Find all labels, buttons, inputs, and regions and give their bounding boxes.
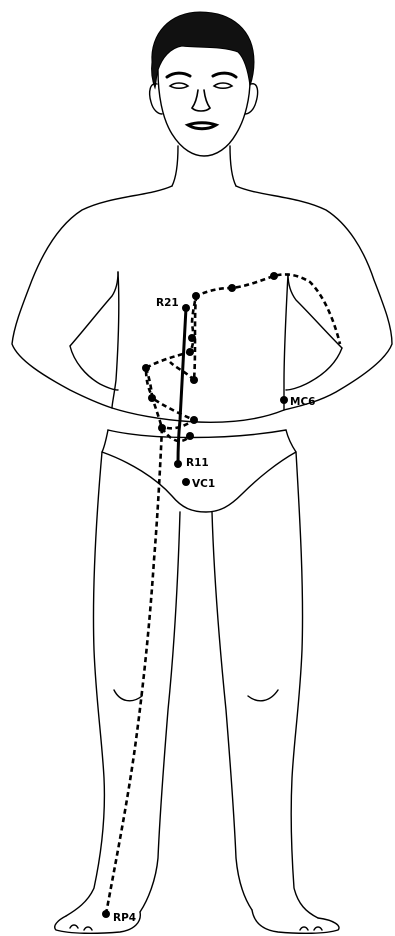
left-leg-inner bbox=[140, 512, 180, 912]
left-leg-outer bbox=[66, 452, 104, 916]
meridian-paths bbox=[106, 274, 340, 914]
left-torso-side bbox=[112, 272, 119, 408]
point-abdomen-6 bbox=[186, 432, 194, 440]
point-upper-1 bbox=[192, 292, 200, 300]
left-knee bbox=[114, 690, 142, 701]
right-leg-outer bbox=[291, 452, 318, 918]
right-forearm-behind bbox=[286, 348, 342, 390]
point-chest-2 bbox=[186, 348, 194, 356]
brief-outline bbox=[102, 430, 296, 512]
point-upper-2 bbox=[228, 284, 236, 292]
left-forearm-behind bbox=[70, 346, 118, 390]
point-abdomen-1 bbox=[142, 364, 150, 372]
right-ear bbox=[245, 84, 258, 114]
body-outline bbox=[12, 146, 392, 933]
label-rp4: RP4 bbox=[113, 912, 136, 924]
face-outline bbox=[158, 70, 250, 156]
right-arm-inner bbox=[288, 274, 342, 348]
right-eye bbox=[214, 83, 232, 88]
label-vc1: VC1 bbox=[192, 478, 215, 490]
point-abdomen-2 bbox=[190, 376, 198, 384]
point-abdomen-4 bbox=[190, 416, 198, 424]
left-eye bbox=[170, 83, 188, 88]
point-labels: R21 MC6 R11 VC1 RP4 bbox=[113, 297, 315, 924]
point-r11 bbox=[174, 460, 182, 468]
label-r21: R21 bbox=[156, 297, 179, 309]
spleen-meridian-dashed bbox=[106, 274, 340, 914]
waistband bbox=[108, 408, 286, 438]
right-foot bbox=[252, 910, 339, 933]
label-r11: R11 bbox=[186, 457, 209, 469]
stomach-meridian-dashed bbox=[146, 296, 196, 441]
point-abdomen-3 bbox=[148, 394, 156, 402]
point-mc6 bbox=[280, 396, 288, 404]
point-r21 bbox=[182, 304, 190, 312]
nose bbox=[192, 90, 210, 111]
right-leg-inner bbox=[212, 512, 252, 910]
point-chest-1 bbox=[188, 334, 196, 342]
point-abdomen-5 bbox=[158, 424, 166, 432]
right-knee bbox=[248, 690, 278, 701]
point-vc1 bbox=[182, 478, 190, 486]
right-shoulder-arm-outer bbox=[236, 186, 392, 410]
left-eyebrow bbox=[167, 73, 190, 77]
left-arm-inner bbox=[70, 272, 118, 346]
point-rp4 bbox=[102, 910, 110, 918]
left-shoulder-arm-outer bbox=[12, 186, 172, 408]
label-mc6: MC6 bbox=[290, 396, 315, 408]
right-eyebrow bbox=[213, 73, 236, 77]
mouth bbox=[188, 123, 216, 129]
neck bbox=[172, 146, 236, 186]
point-upper-3 bbox=[270, 272, 278, 280]
head bbox=[150, 12, 258, 156]
